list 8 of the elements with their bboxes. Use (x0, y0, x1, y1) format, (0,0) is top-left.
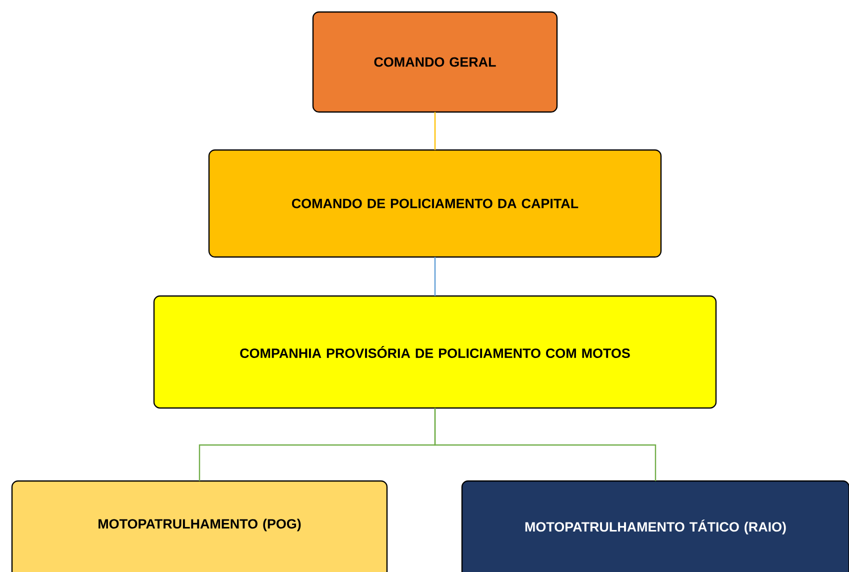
org-box: COMANDO DE POLICIAMENTO DA CAPITAL (208, 149, 662, 258)
connector (434, 112, 436, 150)
org-box: MOTOPATRULHAMENTO TÁTICO (RAIO) (461, 480, 849, 572)
connector (434, 257, 436, 296)
org-box: COMPANHIA PROVISÓRIA DE POLICIAMENTO COM MOTOS (153, 295, 717, 409)
org-box: COMANDO GERAL (312, 11, 558, 113)
connector (434, 408, 656, 481)
org-box: MOTOPATRULHAMENTO (POG) (11, 480, 388, 572)
